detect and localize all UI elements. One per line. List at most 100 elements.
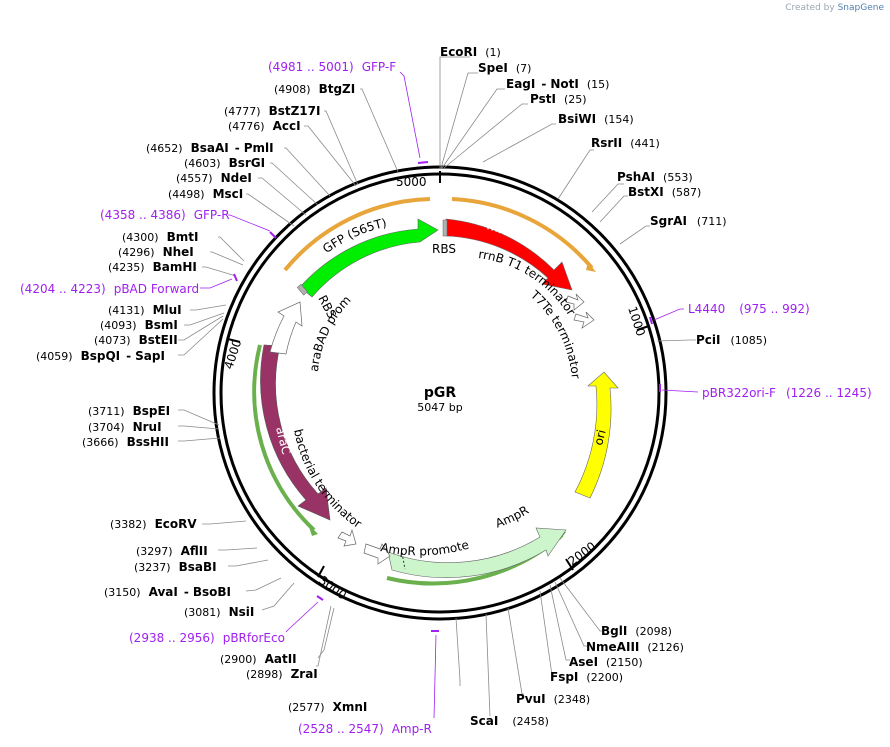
leader-line — [482, 123, 556, 163]
leader-line — [270, 162, 319, 206]
leader-line — [218, 547, 258, 551]
rbs-feature-1[interactable] — [442, 219, 448, 237]
leader-line — [455, 617, 461, 686]
leader-line — [539, 590, 553, 678]
site-bsabi[interactable]: (3237)BsaBI — [134, 560, 217, 574]
site-aflii[interactable]: (3297)AflII — [136, 544, 208, 558]
primer-pbrforeco[interactable]: (2938 .. 2956)pBRforEco — [129, 631, 285, 645]
leader-line — [190, 304, 227, 311]
rrnb-terminator-feature[interactable] — [565, 293, 585, 311]
site-bstxi[interactable]: BstXI(587) — [628, 185, 701, 199]
ampr-label-text: AmpR — [493, 503, 531, 531]
tick-label-2000: 2000 — [566, 539, 599, 568]
primer-leader — [433, 634, 437, 719]
rbs-feature-2[interactable] — [296, 283, 308, 296]
site-xmni[interactable]: (2577)XmnI — [288, 700, 367, 714]
site-nmeaiii[interactable]: NmeAIII(2126) — [586, 640, 684, 654]
site-bspqi-sapi[interactable]: (4059)BspQI-SapI — [36, 349, 165, 363]
site-asei[interactable]: AseI(2150) — [569, 655, 643, 669]
site-msci[interactable]: (4498)MscI — [168, 187, 243, 201]
site-acci[interactable]: (4776)AccI — [228, 119, 301, 133]
site-bsrgi[interactable]: (4603)BsrGI — [184, 156, 265, 170]
site-aatii[interactable]: (2900)AatII — [220, 652, 297, 666]
leader-line — [554, 581, 588, 647]
primer-gfp-f[interactable]: (4981 .. 5001)GFP-F — [268, 60, 396, 74]
site-pvui[interactable]: PvuI(2348) — [516, 692, 590, 706]
site-ndei[interactable]: (4557)NdeI — [176, 171, 252, 185]
primer-leader — [200, 278, 233, 289]
t7te-terminator-feature[interactable] — [573, 311, 595, 329]
primer-l4440[interactable]: L4440(975 .. 992) — [688, 302, 810, 316]
primer-marker — [269, 231, 277, 239]
site-bamhi[interactable]: (4235)BamHI — [108, 260, 197, 274]
site-rsrii[interactable]: RsrII(441) — [591, 136, 660, 150]
site-sgrai[interactable]: SgrAI(711) — [650, 214, 727, 228]
primer-markers — [200, 71, 699, 719]
primer-leader — [661, 389, 699, 393]
site-ecorv[interactable]: (3382)EcoRV — [110, 517, 197, 531]
bacterial-terminator-feature[interactable] — [337, 528, 357, 547]
site-bmti[interactable]: (4300)BmtI — [122, 230, 198, 244]
primer-leader — [228, 214, 271, 232]
site-eagi-noti[interactable]: EagI-NotI(15) — [506, 77, 609, 91]
primer-amp-r[interactable]: (2528 .. 2547)Amp-R — [298, 722, 432, 736]
primer-gfp-r[interactable]: (4358 .. 4386)GFP-R — [100, 208, 230, 222]
leader-line — [441, 88, 505, 169]
leader-line — [246, 193, 295, 227]
arac-label: araC — [273, 425, 293, 456]
orange-arc-arrowhead — [586, 262, 596, 272]
site-pshai[interactable]: PshAI(553) — [617, 170, 693, 184]
site-labels: EcoRI(1) SpeI(7) EagI-NotI(15) PstI(25) … — [36, 45, 767, 728]
site-bsshii[interactable]: (3666)BssHII — [82, 435, 169, 449]
ampr-signal-divider — [401, 552, 406, 570]
site-bsiwi[interactable]: BsiWI(154) — [558, 112, 634, 126]
site-psti[interactable]: PstI(25) — [530, 92, 587, 106]
site-pcii[interactable]: PciI(1085) — [696, 333, 767, 347]
primer-marker — [649, 316, 653, 325]
leader-line — [178, 409, 220, 426]
site-mlui[interactable]: (4131)MluI — [108, 303, 182, 317]
ampr-feature[interactable] — [387, 527, 567, 578]
site-bsteii[interactable]: (4073)BstEII — [94, 333, 178, 347]
ori-label: ori — [591, 428, 608, 447]
leader-line — [549, 584, 570, 661]
site-ecori[interactable]: EcoRI(1) — [440, 45, 501, 59]
primer-leader — [653, 308, 684, 321]
leader-line — [316, 605, 332, 667]
ampr-label: AmpR — [493, 503, 531, 531]
plasmid-name: pGR — [424, 385, 457, 401]
arac-feature[interactable] — [260, 344, 331, 521]
site-nsii[interactable]: (3081)NsiI — [184, 605, 254, 619]
leader-line — [218, 236, 245, 262]
site-scai[interactable]: ScaI(2458) — [470, 714, 549, 728]
leader-line — [619, 225, 650, 245]
primer-marker — [316, 595, 324, 601]
site-bspei[interactable]: (3711)BspEI — [88, 404, 170, 418]
site-btgzi[interactable]: (4908)BtgZI — [274, 82, 355, 96]
orange-arc-right — [451, 197, 594, 270]
site-bstz17i[interactable]: (4777)BstZ17I — [224, 104, 320, 118]
ori-feature[interactable] — [574, 371, 619, 499]
leader-line — [202, 520, 247, 525]
gfp-feature[interactable] — [299, 218, 439, 298]
credit-prefix: Created by — [785, 3, 835, 13]
site-nhei[interactable]: (4296)NheI — [118, 245, 194, 259]
leader-line — [202, 266, 237, 277]
ampr-promoter-feature[interactable] — [363, 543, 391, 565]
site-nrui[interactable]: (3704)NruI — [88, 420, 162, 434]
site-bgli[interactable]: BglI(2098) — [601, 624, 672, 638]
site-bsaai-pmli[interactable]: (4652)BsaAI-PmlI — [146, 141, 274, 155]
primer-pbr322ori-f[interactable]: pBR322ori-F(1226 .. 1245) — [702, 386, 872, 400]
site-spei[interactable]: SpeI(7) — [478, 61, 531, 75]
site-zrai[interactable]: (2898)ZraI — [246, 667, 318, 681]
orange-arc-left — [283, 197, 431, 272]
site-fspi[interactable]: FspI(2200) — [550, 670, 623, 684]
mrfp1-feature[interactable] — [445, 218, 573, 291]
primer-leader — [285, 601, 319, 633]
leader-line — [210, 251, 244, 266]
primer-pbad-forward[interactable]: (4204 .. 4223)pBAD Forward — [20, 282, 199, 296]
arabad-promoter-feature[interactable] — [269, 301, 303, 355]
leader-line — [258, 177, 307, 216]
site-avai-bsobi[interactable]: (3150)AvaI-BsoBI — [104, 585, 231, 599]
site-bsmi[interactable]: (4093)BsmI — [100, 318, 178, 332]
